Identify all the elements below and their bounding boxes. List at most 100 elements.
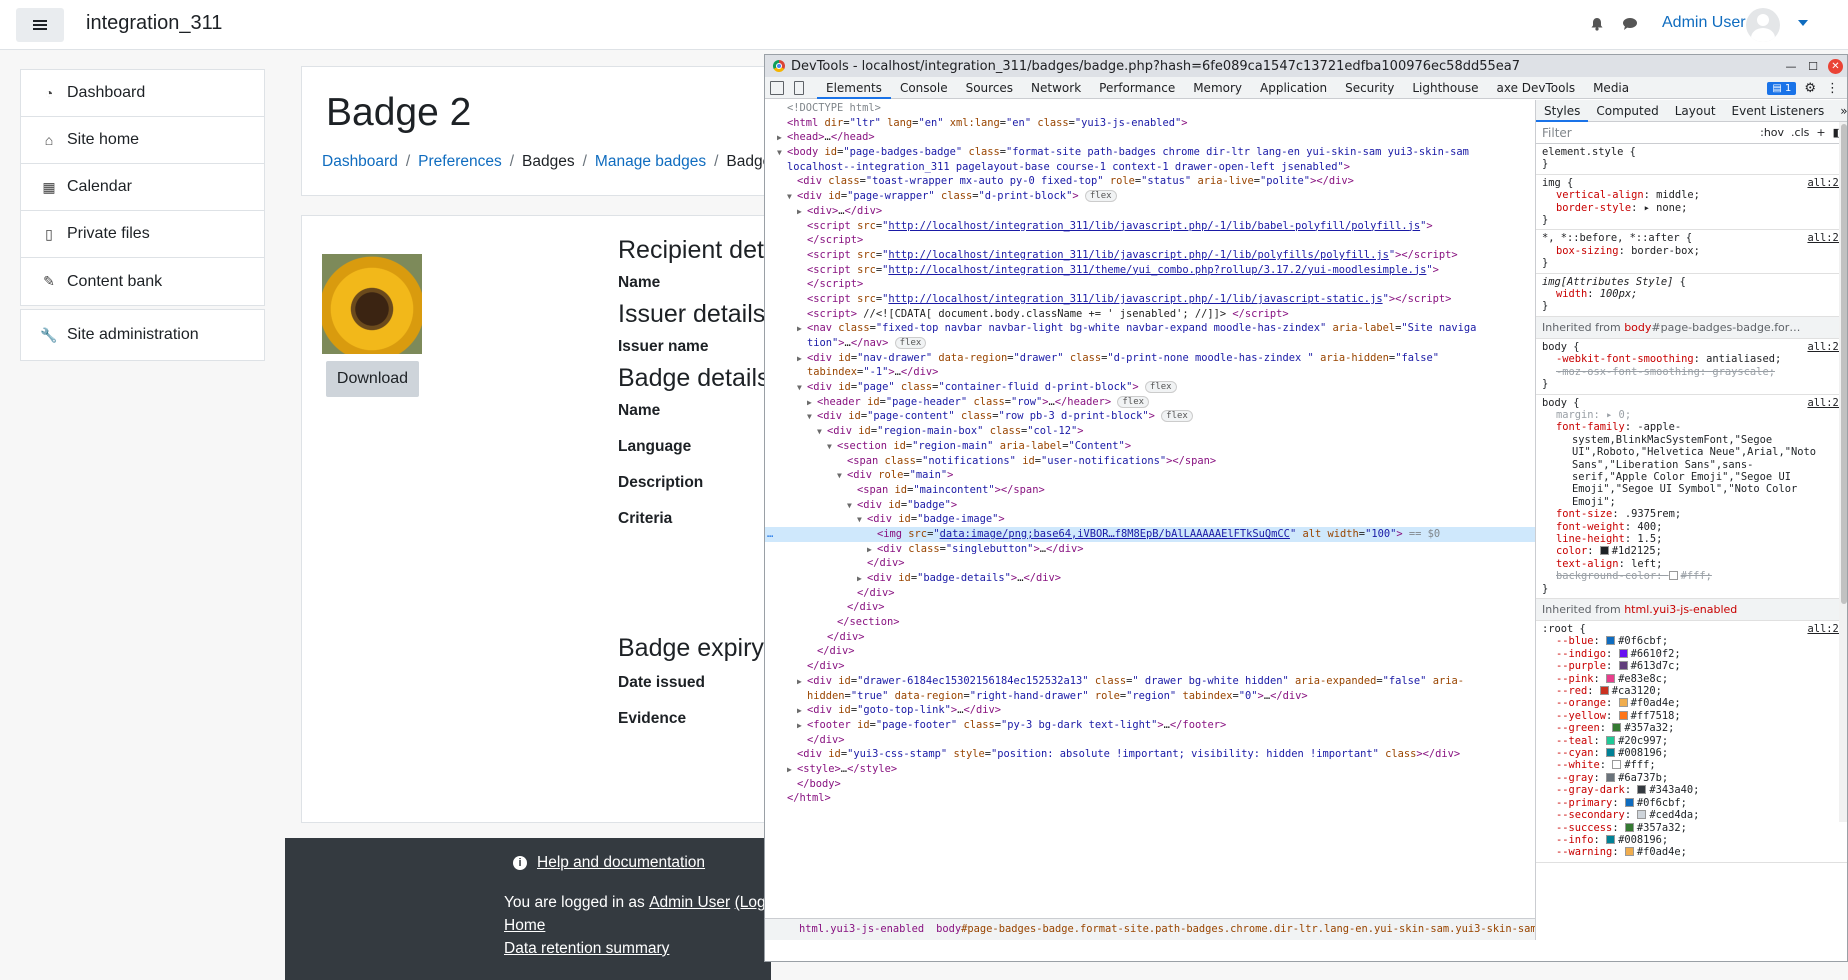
dom-node[interactable]: ▼<div role="main"> [765, 468, 1535, 483]
styles-filter[interactable]: Filter :hov .cls + ◧ [1536, 122, 1847, 144]
logout-link[interactable]: (Log out) [734, 894, 771, 911]
dom-node[interactable]: <script src="http://localhost/integratio… [807, 248, 1458, 261]
dom-node[interactable]: <script src="http://localhost/integratio… [807, 292, 1452, 305]
caret-down-icon[interactable] [1798, 20, 1808, 26]
sidebar-item-site-home[interactable]: ⌂Site home [21, 117, 264, 164]
logged-in-user-link[interactable]: Admin User [649, 894, 731, 911]
expand-toggle-icon[interactable]: ▶ [867, 544, 872, 554]
dom-node[interactable]: <script src="http://localhost/integratio… [807, 219, 1433, 232]
devtools-tab-axe-devtools[interactable]: axe DevTools [1496, 80, 1576, 95]
help-documentation-link[interactable]: Help and documentation [537, 854, 706, 871]
dom-node[interactable]: ▶<style>…</style> [765, 762, 1535, 777]
expand-toggle-icon[interactable]: ▶ [857, 574, 862, 583]
expand-toggle-icon[interactable]: ▶ [797, 206, 802, 216]
devtools-tab-console[interactable]: Console [899, 80, 948, 95]
dom-node[interactable]: <div class="toast-wrapper mx-auto py-0 f… [797, 175, 1354, 188]
styles-tab-styles[interactable]: Styles [1536, 100, 1589, 122]
dom-node[interactable]: ▼<div id="region-main-box" class="col-12… [765, 424, 1535, 439]
breadcrumb-dashboard[interactable]: Dashboard [322, 153, 398, 170]
devtools-tab-elements[interactable]: Elements [817, 77, 891, 99]
devtools-tab-lighthouse[interactable]: Lighthouse [1412, 80, 1479, 95]
dom-node[interactable]: </div> [867, 557, 905, 570]
dom-tree[interactable]: <!DOCTYPE html><html dir="ltr" lang="en"… [765, 100, 1535, 806]
download-button[interactable]: Download [326, 361, 419, 397]
expand-toggle-icon[interactable]: ▶ [797, 676, 802, 686]
expand-toggle-icon[interactable]: ▶ [797, 706, 802, 716]
styles-tab-event-listeners[interactable]: Event Listeners [1731, 103, 1825, 118]
dom-node[interactable]: </div> [857, 586, 895, 599]
dom-node[interactable]: <script> //<![CDATA[ document.body.class… [807, 307, 1289, 320]
expand-toggle-icon[interactable]: ▶ [797, 353, 802, 363]
more-tabs-icon[interactable]: » [1840, 103, 1848, 118]
close-icon[interactable]: ✕ [1828, 58, 1843, 74]
expand-toggle-icon[interactable]: ▼ [797, 383, 802, 393]
dom-node[interactable]: </html> [787, 792, 831, 805]
filter-input[interactable]: Filter [1542, 125, 1572, 140]
dom-node[interactable]: tion">…</nav> flex [765, 336, 1535, 351]
sidebar-item-dashboard[interactable]: ◔Dashboard [21, 70, 264, 117]
dom-node[interactable]: ▼<section id="region-main" aria-label="C… [765, 439, 1535, 454]
selected-dom-node[interactable]: <img src="data:image/png;base64,iVBOR…f8… [765, 526, 1535, 542]
dom-node[interactable]: ▼<div id="badge-image"> [765, 512, 1535, 527]
bell-icon[interactable] [1590, 17, 1604, 31]
menu-toggle-button[interactable] [16, 8, 64, 42]
expand-toggle-icon[interactable]: ▼ [787, 192, 792, 202]
expand-toggle-icon[interactable]: ▶ [777, 133, 782, 143]
dom-node[interactable]: ▶<head>…</head> [765, 130, 1535, 145]
dom-node[interactable]: ▶<div>…</div> [765, 204, 1535, 219]
device-toolbar-icon[interactable] [794, 80, 804, 95]
dom-node[interactable]: ▶<div id="nav-drawer" data-region="drawe… [765, 351, 1535, 366]
expand-toggle-icon[interactable]: ▼ [847, 500, 852, 510]
crumb-body-rest[interactable]: #page-badges-badge.format-site.path-badg… [961, 923, 1535, 935]
toggle-sidebar-icon[interactable]: ◧ [1832, 126, 1843, 139]
styles-scrollbar[interactable] [1839, 122, 1847, 822]
maximize-icon[interactable]: ☐ [1808, 59, 1818, 73]
dom-node[interactable]: ▶<div id="drawer-6184ec15302156184ec1525… [765, 674, 1535, 689]
new-rule-icon[interactable]: + [1816, 126, 1826, 139]
dom-node[interactable]: </body> [797, 777, 841, 790]
dom-node[interactable]: ▶<div id="goto-top-link">…</div> [765, 703, 1535, 718]
dom-node[interactable]: <div id="yui3-css-stamp" style="position… [797, 748, 1461, 761]
expand-toggle-icon[interactable]: ▼ [817, 427, 822, 437]
crumb-body-tag[interactable]: body [936, 923, 962, 935]
dom-node[interactable]: <span id="maincontent"></span> [857, 483, 1045, 496]
devtools-tab-memory[interactable]: Memory [1193, 80, 1243, 95]
dom-node[interactable]: ▼<div id="page" class="container-fluid d… [765, 380, 1535, 395]
dom-node[interactable]: </div> [827, 630, 865, 643]
avatar[interactable] [1746, 8, 1780, 42]
site-name[interactable]: integration_311 [86, 12, 223, 34]
devtools-tab-security[interactable]: Security [1345, 80, 1395, 95]
devtools-tab-sources[interactable]: Sources [965, 80, 1014, 95]
dom-node[interactable]: ▼<div id="page-wrapper" class="d-print-b… [765, 189, 1535, 204]
styles-tab-layout[interactable]: Layout [1674, 103, 1716, 118]
cls-toggle[interactable]: .cls [1791, 126, 1810, 139]
dom-node[interactable]: ▶<nav class="fixed-top navbar navbar-lig… [765, 321, 1535, 336]
dom-node[interactable]: localhost--integration_311 pagelayout-ba… [787, 160, 1351, 173]
dom-node[interactable]: <!DOCTYPE html> [787, 102, 881, 114]
expand-toggle-icon[interactable]: ▼ [857, 515, 862, 525]
dom-node[interactable]: </script> [807, 234, 864, 247]
dom-node[interactable]: tabindex="-1">…</div> [807, 366, 939, 379]
expand-toggle-icon[interactable]: ▼ [837, 471, 842, 481]
sidebar-item-private-files[interactable]: ▯Private files [21, 211, 264, 258]
devtools-tab-application[interactable]: Application [1260, 80, 1328, 95]
expand-toggle-icon[interactable]: ▶ [797, 324, 802, 334]
node-options-icon[interactable]: … [767, 527, 774, 540]
dom-node[interactable]: ▶<header id="page-header" class="row">…<… [765, 395, 1535, 410]
footer-home-link[interactable]: Home [504, 917, 546, 934]
breadcrumb-preferences[interactable]: Preferences [418, 153, 502, 170]
sidebar-item-content-bank[interactable]: ✎Content bank [21, 258, 264, 305]
expand-toggle-icon[interactable]: ▶ [807, 397, 812, 407]
devtools-tab-network[interactable]: Network [1031, 80, 1082, 95]
issues-badge[interactable]: ▤ 1 [1767, 81, 1797, 95]
more-options-icon[interactable]: ⋮ [1826, 80, 1839, 96]
settings-gear-icon[interactable]: ⚙ [1804, 80, 1816, 96]
elements-panel[interactable]: <!DOCTYPE html><html dir="ltr" lang="en"… [765, 100, 1535, 940]
dom-node[interactable]: <script src="http://localhost/integratio… [807, 263, 1439, 276]
chat-icon[interactable] [1622, 17, 1638, 31]
devtools-tab-performance[interactable]: Performance [1099, 80, 1176, 95]
hov-toggle[interactable]: :hov [1760, 126, 1785, 139]
expand-toggle-icon[interactable]: ▶ [787, 764, 792, 774]
dom-node[interactable]: ▼<body id="page-badges-badge" class="for… [765, 145, 1535, 160]
styles-tab-computed[interactable]: Computed [1596, 103, 1659, 118]
